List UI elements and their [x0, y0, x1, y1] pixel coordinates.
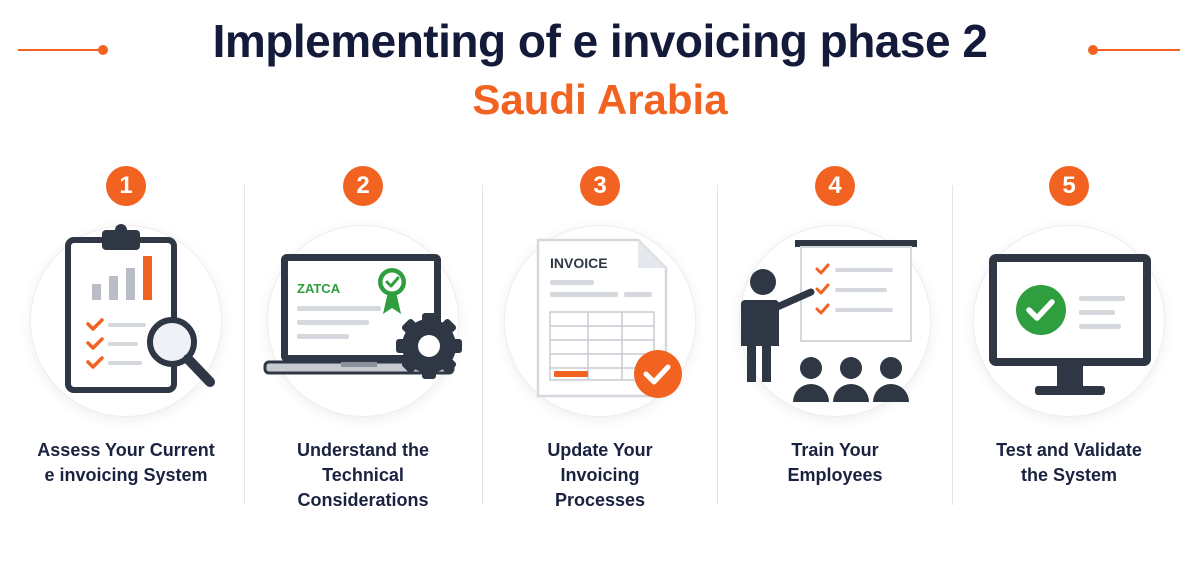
step-divider [952, 185, 953, 505]
invoice-document-icon: INVOICE [536, 238, 682, 398]
step-number-badge: 5 [1049, 166, 1089, 206]
step-label: Update Your Invoicing Processes [547, 440, 653, 510]
step-1: 1 Assess Your Current e invoicing System [8, 160, 244, 520]
step-divider [482, 185, 483, 505]
laptop-zatca-gear-icon: ZATCA [263, 254, 462, 379]
monitor-checkmark-icon [989, 254, 1151, 395]
step-label: Train Your Employees [787, 440, 883, 485]
step-number-badge: 1 [106, 166, 146, 206]
right-decoration-dot [1088, 45, 1098, 55]
trainer-presentation-icon [741, 240, 917, 402]
laptop-screen-text: ZATCA [297, 281, 341, 296]
step-label: Assess Your Current e invoicing System [37, 440, 215, 485]
step-number-badge: 3 [580, 166, 620, 206]
right-decoration-line [1096, 49, 1180, 51]
step-label: Understand the Technical Considerations [296, 440, 429, 510]
step-divider [717, 185, 718, 505]
page-title: Implementing of e invoicing phase 2 [212, 15, 988, 67]
step-5: 5 Test and Validate the System [951, 160, 1187, 520]
left-decoration-dot [98, 45, 108, 55]
step-divider [244, 185, 245, 505]
invoice-heading-text: INVOICE [550, 255, 608, 271]
step-label: Test and Validate the System [996, 440, 1142, 485]
step-number-badge: 4 [815, 166, 855, 206]
left-decoration-line [18, 49, 102, 51]
page-subtitle: Saudi Arabia [472, 76, 728, 123]
clipboard-magnifier-icon [65, 224, 215, 393]
step-2: 2 ZATCA Understand the Technical Conside… [245, 160, 481, 520]
step-4: 4 Train Your Employees [717, 160, 953, 520]
step-3: 3 INVOICE Update Your Invoicing Processe… [482, 160, 718, 520]
step-number-badge: 2 [343, 166, 383, 206]
